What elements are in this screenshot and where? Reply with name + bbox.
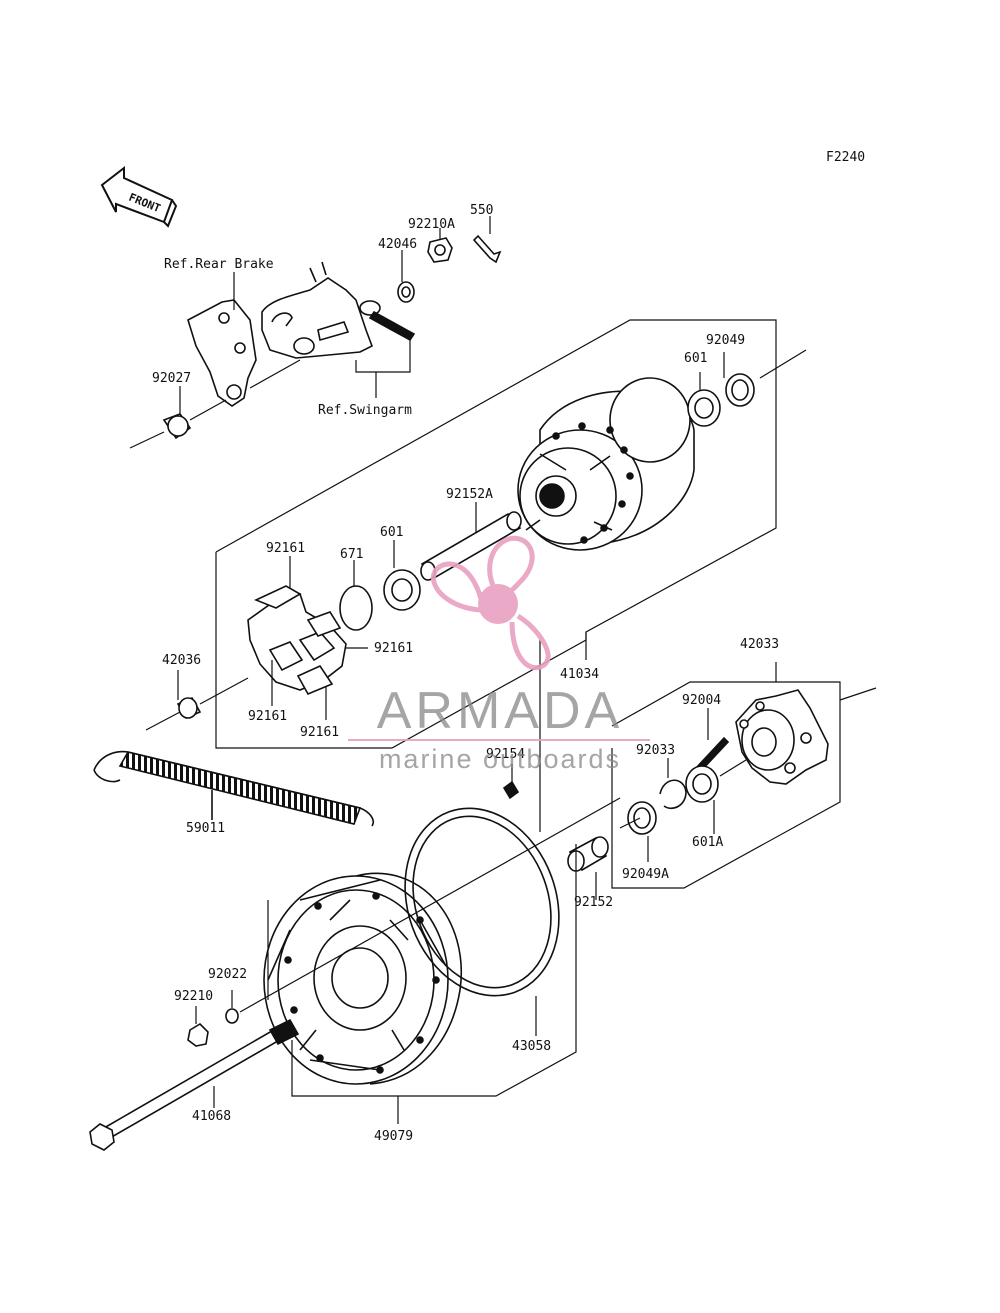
part-label-42033: 42033 xyxy=(740,637,779,652)
drive-belt-59011 xyxy=(93,750,375,827)
bearing-601-top xyxy=(687,389,721,427)
leader-lines-right xyxy=(595,708,747,900)
part-label-601-top: 601 xyxy=(684,351,707,366)
nut-92210 xyxy=(187,1022,209,1047)
part-label-92033: 92033 xyxy=(636,743,675,758)
part-label-92210A: 92210A xyxy=(408,217,455,232)
part-label-59011: 59011 xyxy=(186,821,225,836)
rear-wheel xyxy=(263,872,463,1085)
circlip-92033 xyxy=(659,779,687,810)
bushing-92027 xyxy=(162,413,192,440)
part-label-92161-a: 92161 xyxy=(266,541,305,556)
part-label-92154: 92154 xyxy=(486,747,525,762)
part-label-49079: 49079 xyxy=(374,1129,413,1144)
seal-92049A xyxy=(627,801,657,835)
bearing-601-mid xyxy=(383,569,421,611)
propeller-icon xyxy=(430,535,551,671)
part-label-92161-c: 92161 xyxy=(248,709,287,724)
collar-92152 xyxy=(567,836,609,872)
part-label-41034: 41034 xyxy=(560,667,599,682)
bolt-92154 xyxy=(502,780,520,800)
figure-code: F2240 xyxy=(826,150,865,165)
sprocket-43058 xyxy=(404,807,560,997)
watermark-subtitle: marine outboards xyxy=(379,744,621,774)
sprocket-carrier-outline xyxy=(611,681,841,889)
collar-42036 xyxy=(176,696,202,720)
part-label-42046: 42046 xyxy=(378,237,417,252)
ref-swingarm-label: Ref.Swingarm xyxy=(318,403,412,418)
ref-rear-brake-label: Ref.Rear Brake xyxy=(164,257,274,272)
part-label-671: 671 xyxy=(340,547,363,562)
part-label-92161-d: 92161 xyxy=(300,725,339,740)
part-label-92004: 92004 xyxy=(682,693,721,708)
sprocket-carrier xyxy=(735,689,829,785)
axle-41068 xyxy=(89,1018,300,1151)
part-label-42036: 42036 xyxy=(162,653,201,668)
o-ring-671 xyxy=(339,585,373,631)
washer-92022 xyxy=(225,1008,239,1024)
brake-panel-assembly xyxy=(187,261,416,407)
leader-lines-middle xyxy=(145,502,587,731)
leader-lines-lower xyxy=(195,640,621,1124)
part-label-92027: 92027 xyxy=(152,371,191,386)
part-label-92049A: 92049A xyxy=(622,867,669,882)
part-label-92161-b: 92161 xyxy=(374,641,413,656)
front-arrow-icon: FRONT xyxy=(100,165,178,228)
propeller-hub xyxy=(478,584,518,624)
part-label-601A: 601A xyxy=(692,835,723,850)
part-label-92049: 92049 xyxy=(706,333,745,348)
part-label-92152: 92152 xyxy=(574,895,613,910)
part-label-92022: 92022 xyxy=(208,967,247,982)
part-label-601-mid: 601 xyxy=(380,525,403,540)
bearing-601A xyxy=(685,765,719,803)
part-label-92210: 92210 xyxy=(174,989,213,1004)
watermark-logo: ARMADA marine outboards xyxy=(348,535,650,774)
part-label-550: 550 xyxy=(470,203,493,218)
rear-hub xyxy=(517,377,695,551)
damper-92161 xyxy=(247,585,347,696)
seal-92049 xyxy=(725,373,755,407)
part-label-41068: 41068 xyxy=(192,1109,231,1124)
part-label-43058: 43058 xyxy=(512,1039,551,1054)
watermark-title: ARMADA xyxy=(377,682,623,740)
hardware-top xyxy=(397,234,502,303)
leader-lines-upper xyxy=(129,216,807,449)
part-label-92152A: 92152A xyxy=(446,487,493,502)
